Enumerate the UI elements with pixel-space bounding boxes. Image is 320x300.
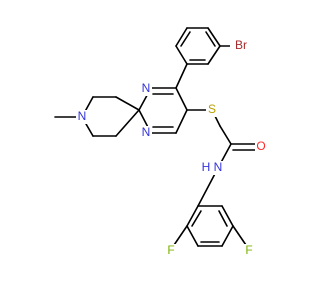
atom-label-amide-nh: H N <box>200 160 224 175</box>
atom-label-imine-n-bottom: N <box>140 125 152 140</box>
atom-label-fluorine-para: F <box>243 243 255 258</box>
ch2-carbonyl-bond <box>219 125 232 145</box>
svg-text:O: O <box>256 139 265 153</box>
atom-label-oxygen: O <box>255 139 268 154</box>
atom-label-bromine: Br <box>230 38 250 54</box>
svg-text:F: F <box>167 243 174 257</box>
svg-text:Br: Br <box>235 38 247 52</box>
svg-text:N: N <box>214 160 223 174</box>
atom-label-sulfur: S <box>206 102 218 117</box>
atom-label-piperidine-n: N <box>76 109 88 124</box>
atom-label-imine-n-top: N <box>140 81 152 96</box>
diazaspiro-ring <box>138 63 188 134</box>
svg-text:N: N <box>78 109 87 123</box>
molecule-structure-diagram: Br N N N S O H N F F <box>54 27 268 258</box>
svg-text:S: S <box>208 102 216 116</box>
svg-text:H: H <box>202 160 211 174</box>
piperidine-ring <box>81 96 140 137</box>
bromophenyl-ring <box>175 27 221 65</box>
atom-label-fluorine-ortho: F <box>165 243 177 258</box>
difluorophenyl-ring <box>186 205 234 247</box>
svg-text:N: N <box>142 125 151 139</box>
svg-text:F: F <box>245 243 252 257</box>
svg-text:N: N <box>142 81 151 95</box>
